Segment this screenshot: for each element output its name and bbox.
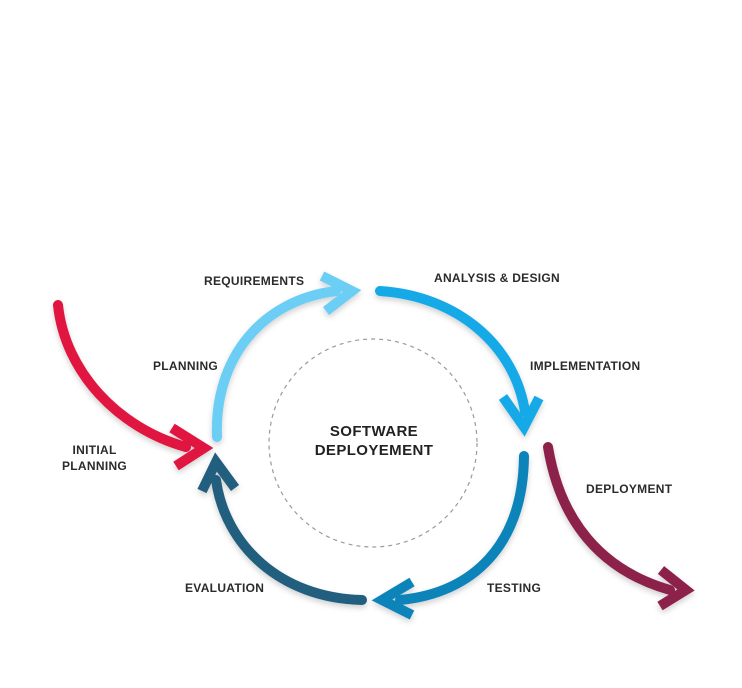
label-initial-planning-line2: PLANNING <box>62 459 128 473</box>
label-implementation: IMPLEMENTATION <box>530 359 641 373</box>
testing-arrow <box>371 451 529 620</box>
label-planning: PLANNING <box>153 359 219 373</box>
label-testing: TESTING <box>487 581 542 595</box>
analysis-implementation-arrow <box>375 286 544 437</box>
center-title-line2: DEPLOYEMENT <box>314 442 434 459</box>
label-analysis-design: ANALYSIS & DESIGN <box>434 271 561 285</box>
label-initial-planning: INITIAL PLANNING <box>62 442 127 474</box>
deployment-arrow <box>543 442 695 611</box>
label-deployment: DEPLOYMENT <box>586 482 673 496</box>
label-evaluation: EVALUATION <box>185 581 265 595</box>
center-title: SOFTWARE DEPLOYEMENT <box>274 422 474 460</box>
center-dashed-circle <box>268 338 478 548</box>
label-initial-planning-line1: INITIAL <box>72 443 117 457</box>
evaluation-arrow <box>197 452 367 605</box>
center-title-line1: SOFTWARE <box>329 423 419 440</box>
planning-requirements-arrow <box>211 271 362 442</box>
label-requirements: REQUIREMENTS <box>204 274 305 288</box>
initial-planning-arrow <box>53 300 214 471</box>
